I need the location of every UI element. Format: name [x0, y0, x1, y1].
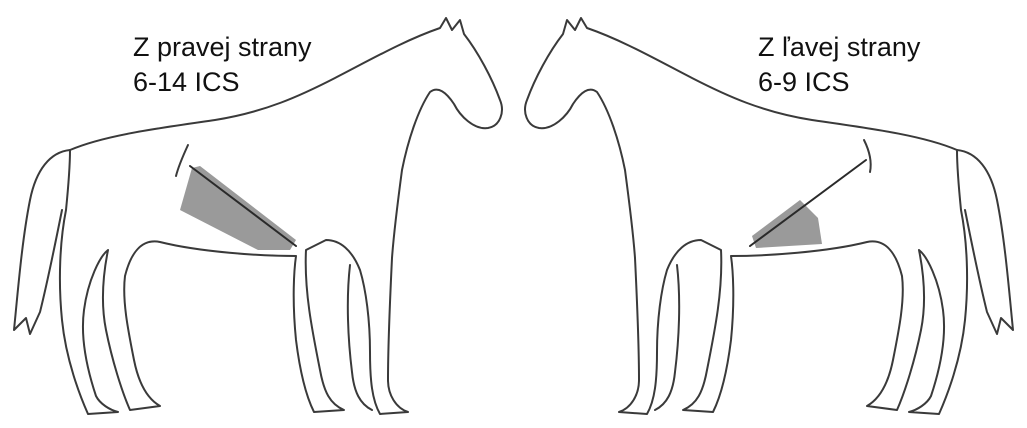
horse-left-side-shoulder-mark: [864, 140, 871, 172]
right-side-label: Z pravej strany 6-14 ICS: [133, 30, 312, 100]
right-side-ics-range: 6-14 ICS: [133, 65, 312, 100]
horse-left-side-examination-zone: [752, 200, 822, 248]
horse-left-side-foreleg: [655, 265, 679, 410]
horse-right-side-foreleg: [348, 265, 372, 410]
left-side-title: Z ľavej strany: [758, 30, 920, 65]
left-side-ics-range: 6-9 ICS: [758, 65, 920, 100]
right-side-title: Z pravej strany: [133, 30, 312, 65]
horse-right-side-examination-zone: [180, 166, 296, 250]
left-side-label: Z ľavej strany 6-9 ICS: [758, 30, 920, 100]
horse-right-side-shoulder-mark: [176, 145, 188, 176]
